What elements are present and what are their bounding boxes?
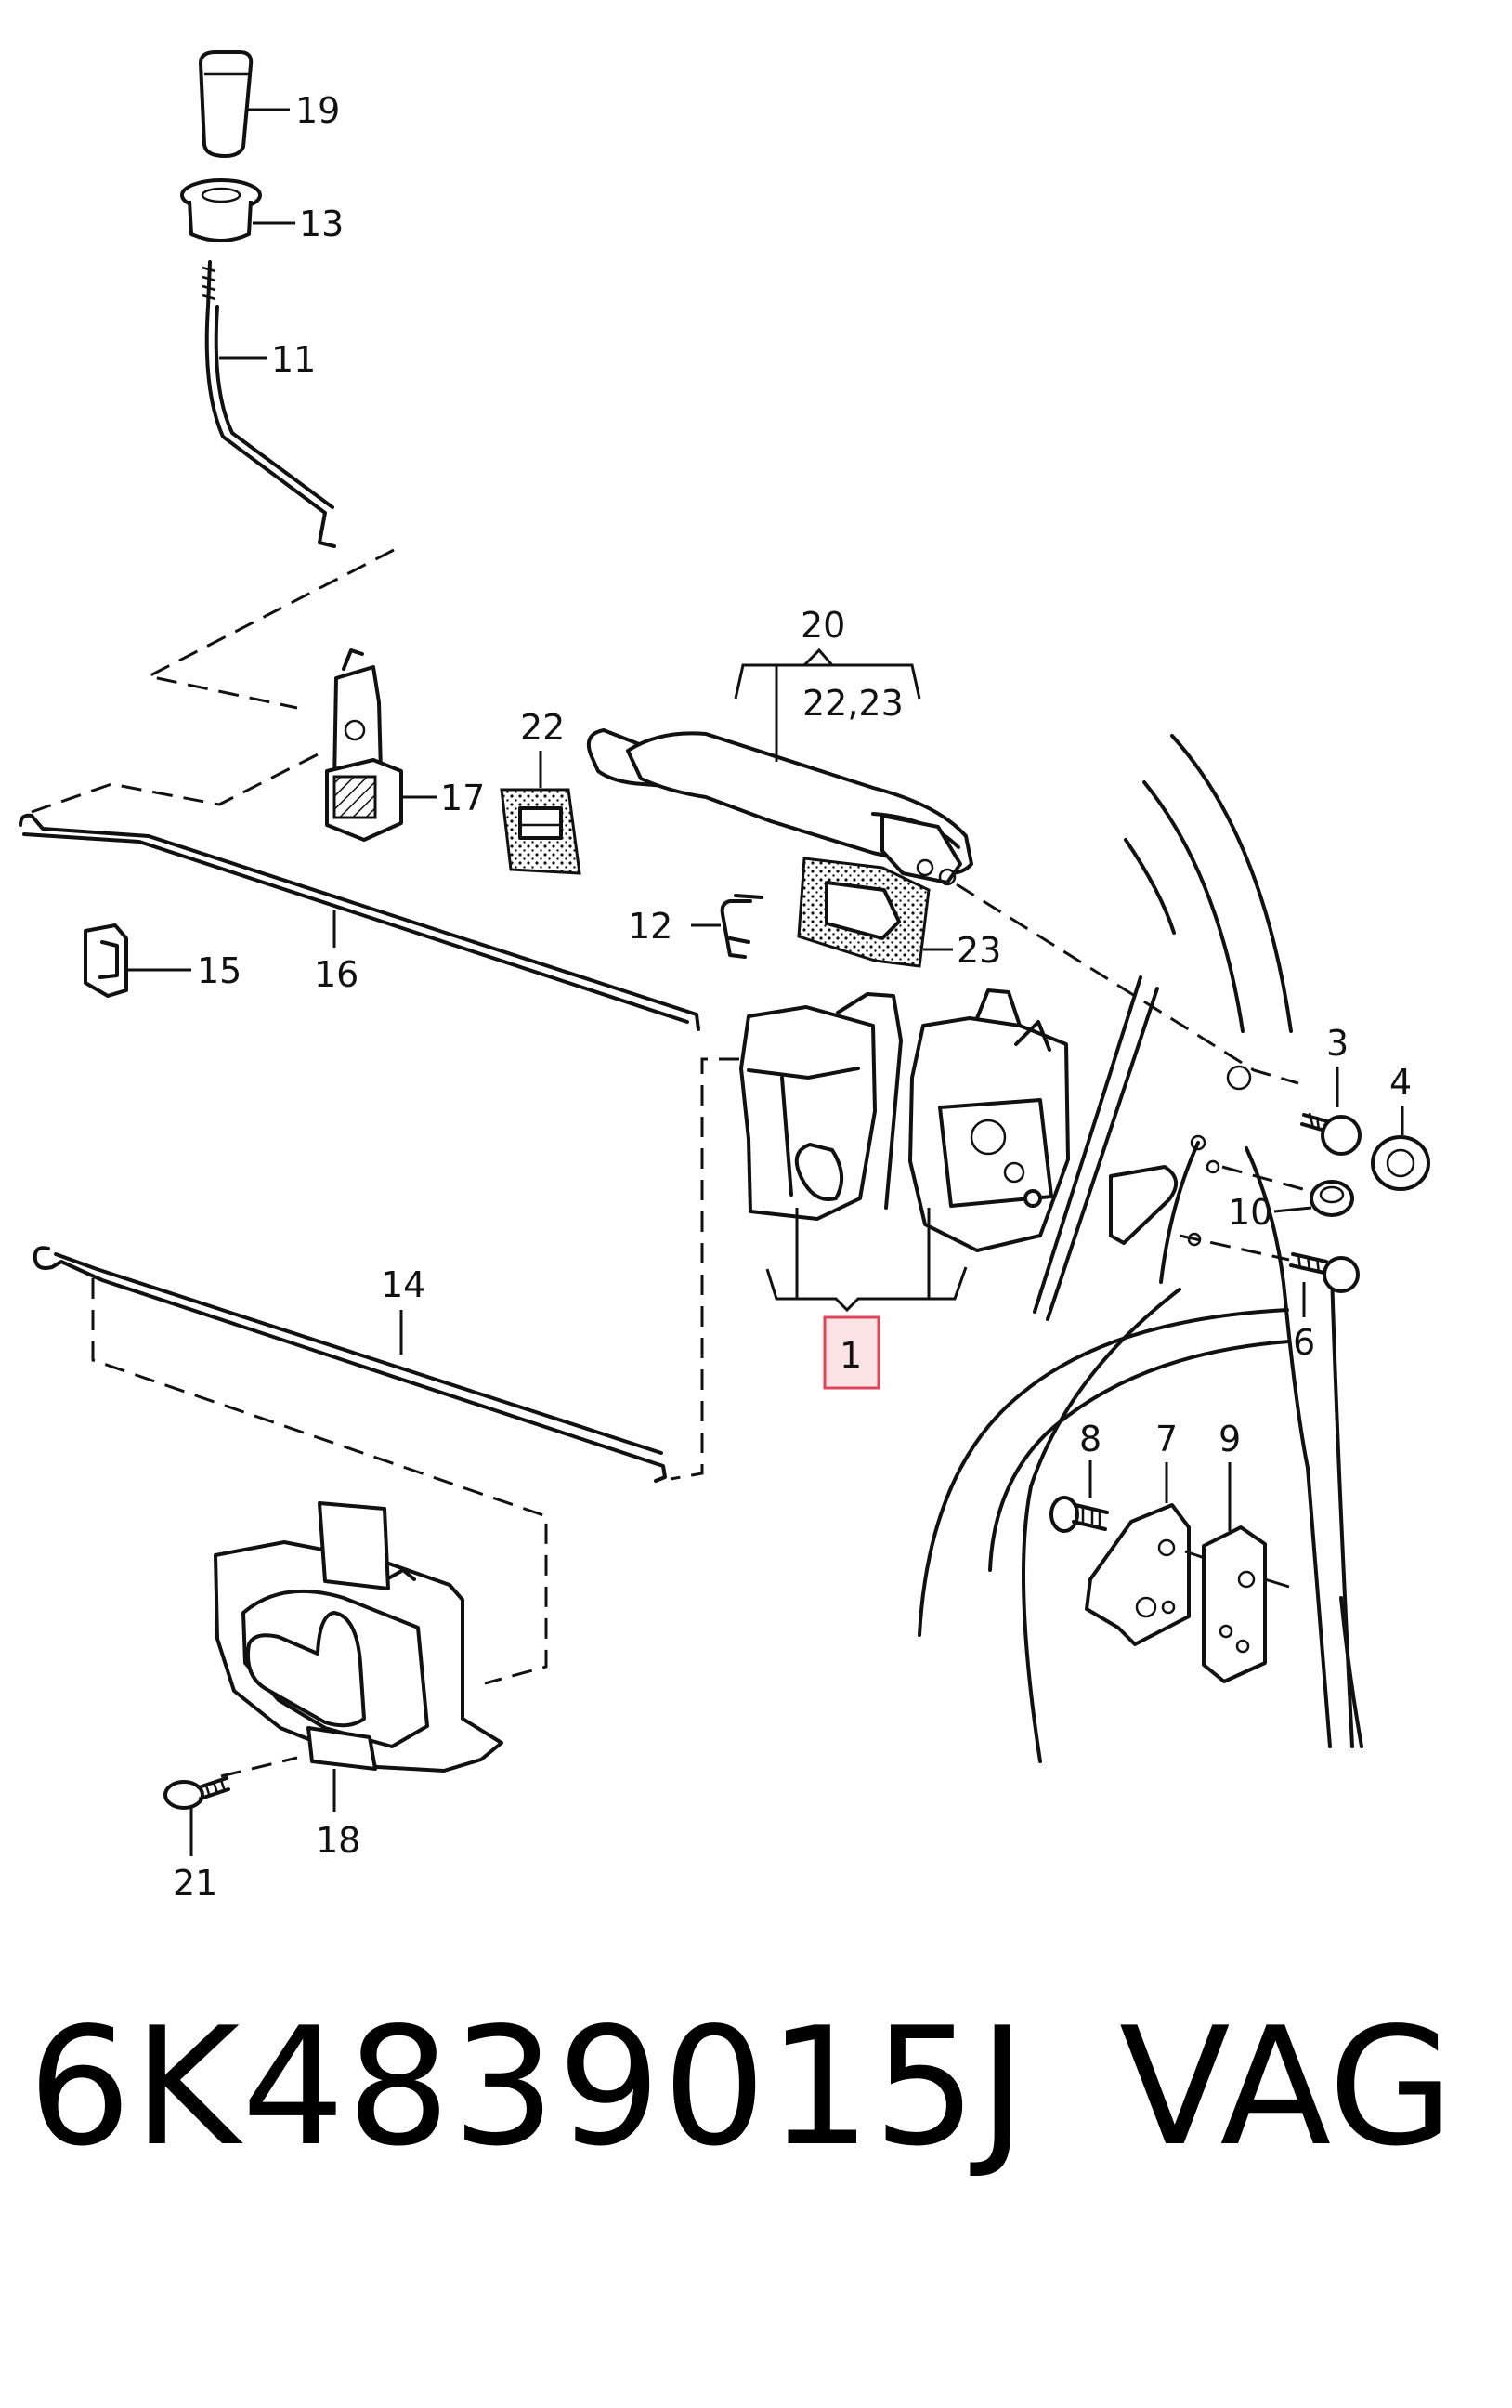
- callout-23: 23: [957, 930, 1001, 971]
- part-17-actuator: [325, 648, 403, 842]
- callout-9: 9: [1219, 1419, 1241, 1459]
- callout-18: 18: [316, 1820, 360, 1861]
- part-3-screw: [1300, 1112, 1362, 1156]
- part-1-door-lock: [739, 988, 1070, 1252]
- callout-22: 22: [520, 707, 565, 748]
- dash-6: [1179, 1234, 1290, 1262]
- bracket-20-tip: [802, 648, 834, 667]
- part-23-gasket: [797, 857, 931, 968]
- part-number-caption: 6K4839015J: [28, 1994, 1029, 2182]
- hole-10: [1206, 1159, 1220, 1174]
- callout-20: 20: [801, 605, 845, 646]
- dash-1-14: [670, 1057, 739, 1481]
- callout-22-23: 22,23: [802, 683, 904, 724]
- part-6-screw: [1289, 1252, 1360, 1293]
- callout-14: 14: [381, 1264, 425, 1305]
- callout-12: 12: [628, 906, 672, 947]
- callout-11: 11: [271, 339, 316, 380]
- brand-caption: VAG: [1119, 1994, 1454, 2182]
- part-7-striker: [1085, 1503, 1191, 1646]
- dash-23-3: [956, 883, 1299, 1085]
- hole-a: [1190, 1134, 1206, 1151]
- dash-18-21: [220, 1756, 298, 1778]
- leader-9b: [1264, 1577, 1290, 1589]
- part-22-gasket: [500, 788, 581, 875]
- part-21-screw: [163, 1776, 230, 1810]
- callout-13: 13: [299, 203, 344, 244]
- callout-3: 3: [1326, 1023, 1349, 1064]
- highlight-box-1: [823, 1315, 880, 1390]
- callout-4: 4: [1389, 1062, 1412, 1103]
- callout-8: 8: [1079, 1419, 1101, 1459]
- part-11-rod: [202, 260, 336, 548]
- dash-10: [1221, 1165, 1310, 1193]
- part-19-lock-knob: [199, 50, 254, 158]
- bracket-20: [734, 663, 921, 700]
- dash-16-17: [31, 749, 326, 814]
- callout-10: 10: [1228, 1192, 1272, 1233]
- door-frame-outline: [918, 734, 1363, 1763]
- part-4-washer: [1371, 1135, 1430, 1191]
- callout-19: 19: [295, 90, 340, 131]
- part-10-plug: [1310, 1180, 1354, 1217]
- bracket-1: [765, 1266, 968, 1313]
- part-9-plate: [1202, 1525, 1267, 1683]
- part-18-inner-handle: [214, 1501, 503, 1773]
- part-12-clip: [720, 894, 763, 959]
- part-15-clip: [84, 923, 128, 998]
- callout-7: 7: [1155, 1419, 1178, 1459]
- part-8-screw: [1049, 1496, 1109, 1533]
- callout-17: 17: [440, 778, 485, 818]
- callout-21: 21: [173, 1863, 217, 1904]
- hole-6: [1187, 1232, 1202, 1247]
- leader-10: [1273, 1206, 1312, 1213]
- part-20-door-handle: [586, 728, 973, 886]
- part-16-rod: [19, 813, 700, 1031]
- callout-1: 1: [840, 1335, 862, 1376]
- part-14-rod: [33, 1246, 667, 1483]
- callout-15: 15: [197, 950, 241, 991]
- callout-6: 6: [1293, 1322, 1315, 1363]
- hole-b: [1226, 1065, 1252, 1091]
- part-13-grommet: [180, 178, 262, 242]
- callout-16: 16: [314, 954, 358, 995]
- dash-14-18: [91, 1278, 548, 1685]
